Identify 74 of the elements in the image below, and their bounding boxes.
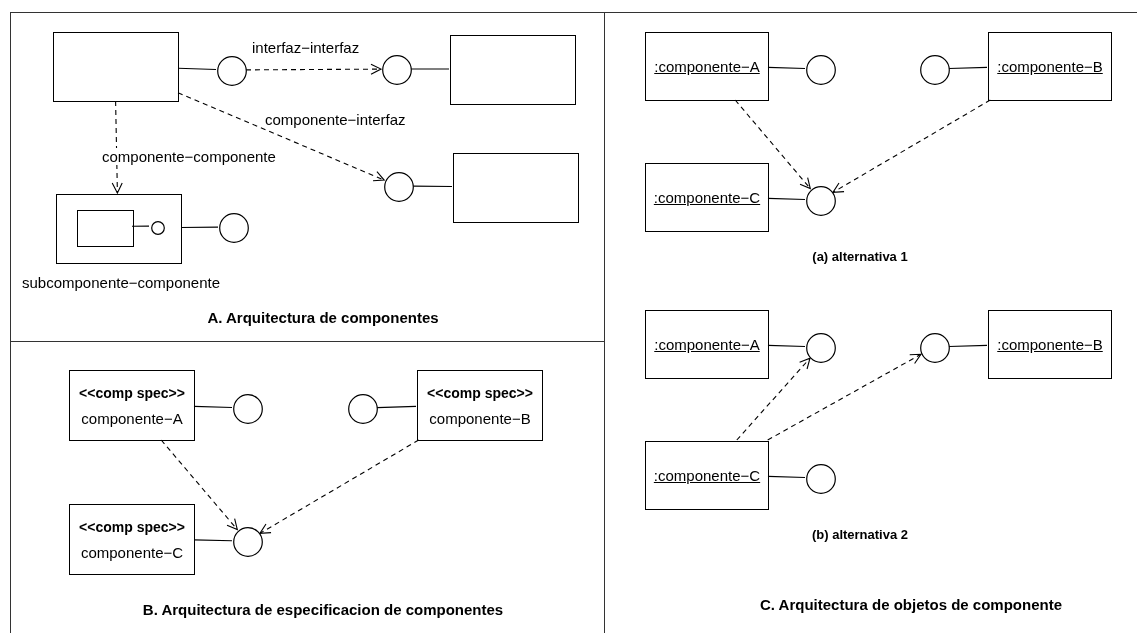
dependency-arrow bbox=[160, 439, 238, 531]
component-name: :componente−A bbox=[654, 334, 760, 355]
component-name: componente−A bbox=[81, 408, 183, 429]
subfigure-caption: (a) alternativa 1 bbox=[812, 249, 908, 264]
connector-line bbox=[410, 68, 450, 70]
component-name: componente−B bbox=[429, 408, 531, 429]
diagram-panel bbox=[604, 12, 1137, 633]
connector-line bbox=[131, 225, 150, 227]
interface-circle bbox=[384, 172, 414, 202]
connector-line bbox=[180, 226, 219, 229]
connector-line bbox=[193, 405, 233, 409]
interface-circle bbox=[920, 55, 950, 85]
connector-line bbox=[767, 66, 806, 70]
interface-circle bbox=[382, 55, 412, 85]
diagram-panel bbox=[10, 341, 604, 633]
component-box bbox=[645, 441, 769, 510]
connector-line bbox=[767, 197, 806, 201]
subfigure-caption: (b) alternativa 2 bbox=[811, 527, 909, 542]
stereotype-label: <<comp spec>> bbox=[427, 383, 533, 403]
interface-circle bbox=[806, 186, 836, 216]
dependency-arrow bbox=[245, 63, 382, 75]
interface-circle bbox=[151, 221, 165, 235]
interface-circle bbox=[233, 527, 263, 557]
caption-text: subcomponente−componente bbox=[22, 274, 221, 291]
dependency-arrow bbox=[832, 99, 991, 193]
component-box bbox=[453, 153, 579, 223]
component-box bbox=[645, 32, 769, 101]
interface-circle bbox=[806, 333, 836, 363]
connector-line bbox=[412, 185, 453, 188]
component-box bbox=[988, 32, 1112, 101]
component-name: componente−C bbox=[80, 542, 184, 563]
dependency-arrow bbox=[111, 100, 123, 194]
interface-circle bbox=[806, 464, 836, 494]
dependency-arrow bbox=[177, 92, 385, 182]
component-box bbox=[69, 370, 195, 441]
interface-circle bbox=[806, 55, 836, 85]
interface-circle bbox=[233, 394, 263, 424]
dependency-arrow bbox=[767, 353, 922, 441]
component-box bbox=[69, 504, 195, 575]
component-name: :componente−B bbox=[997, 334, 1103, 355]
edge-label: componente−componente bbox=[100, 148, 278, 165]
connector-line bbox=[948, 344, 988, 348]
connector-line bbox=[376, 405, 417, 409]
panel-title: C. Arquitectura de objetos de componente bbox=[760, 596, 1062, 613]
component-name: :componente−C bbox=[653, 187, 761, 208]
interface-circle bbox=[348, 394, 378, 424]
component-name: :componente−C bbox=[653, 465, 761, 486]
component-box bbox=[645, 163, 769, 232]
component-name: :componente−A bbox=[654, 56, 760, 77]
component-name: :componente−B bbox=[997, 56, 1103, 77]
interface-circle bbox=[920, 333, 950, 363]
dependency-arrow bbox=[259, 439, 420, 534]
connector-line bbox=[767, 344, 806, 348]
panel-title: B. Arquitectura de especificacion de componentes bbox=[142, 601, 504, 618]
stereotype-label: <<comp spec>> bbox=[79, 383, 185, 403]
component-box bbox=[77, 210, 134, 247]
connector-line bbox=[193, 539, 233, 542]
edge-label: componente−interfaz bbox=[263, 111, 408, 128]
component-box bbox=[645, 310, 769, 379]
connector-line bbox=[177, 67, 217, 71]
component-box bbox=[417, 370, 543, 441]
component-box bbox=[56, 194, 182, 264]
component-box bbox=[450, 35, 576, 105]
panel-title: A. Arquitectura de componentes bbox=[207, 309, 439, 326]
dependency-arrow bbox=[736, 357, 811, 441]
connector-line bbox=[767, 475, 806, 479]
dependency-arrow bbox=[734, 99, 811, 190]
edge-label: interfaz−interfaz bbox=[250, 39, 362, 56]
component-box bbox=[53, 32, 179, 102]
component-box bbox=[988, 310, 1112, 379]
interface-circle bbox=[219, 213, 249, 243]
stereotype-label: <<comp spec>> bbox=[79, 517, 185, 537]
connector-line bbox=[948, 66, 988, 70]
interface-circle bbox=[217, 56, 247, 86]
